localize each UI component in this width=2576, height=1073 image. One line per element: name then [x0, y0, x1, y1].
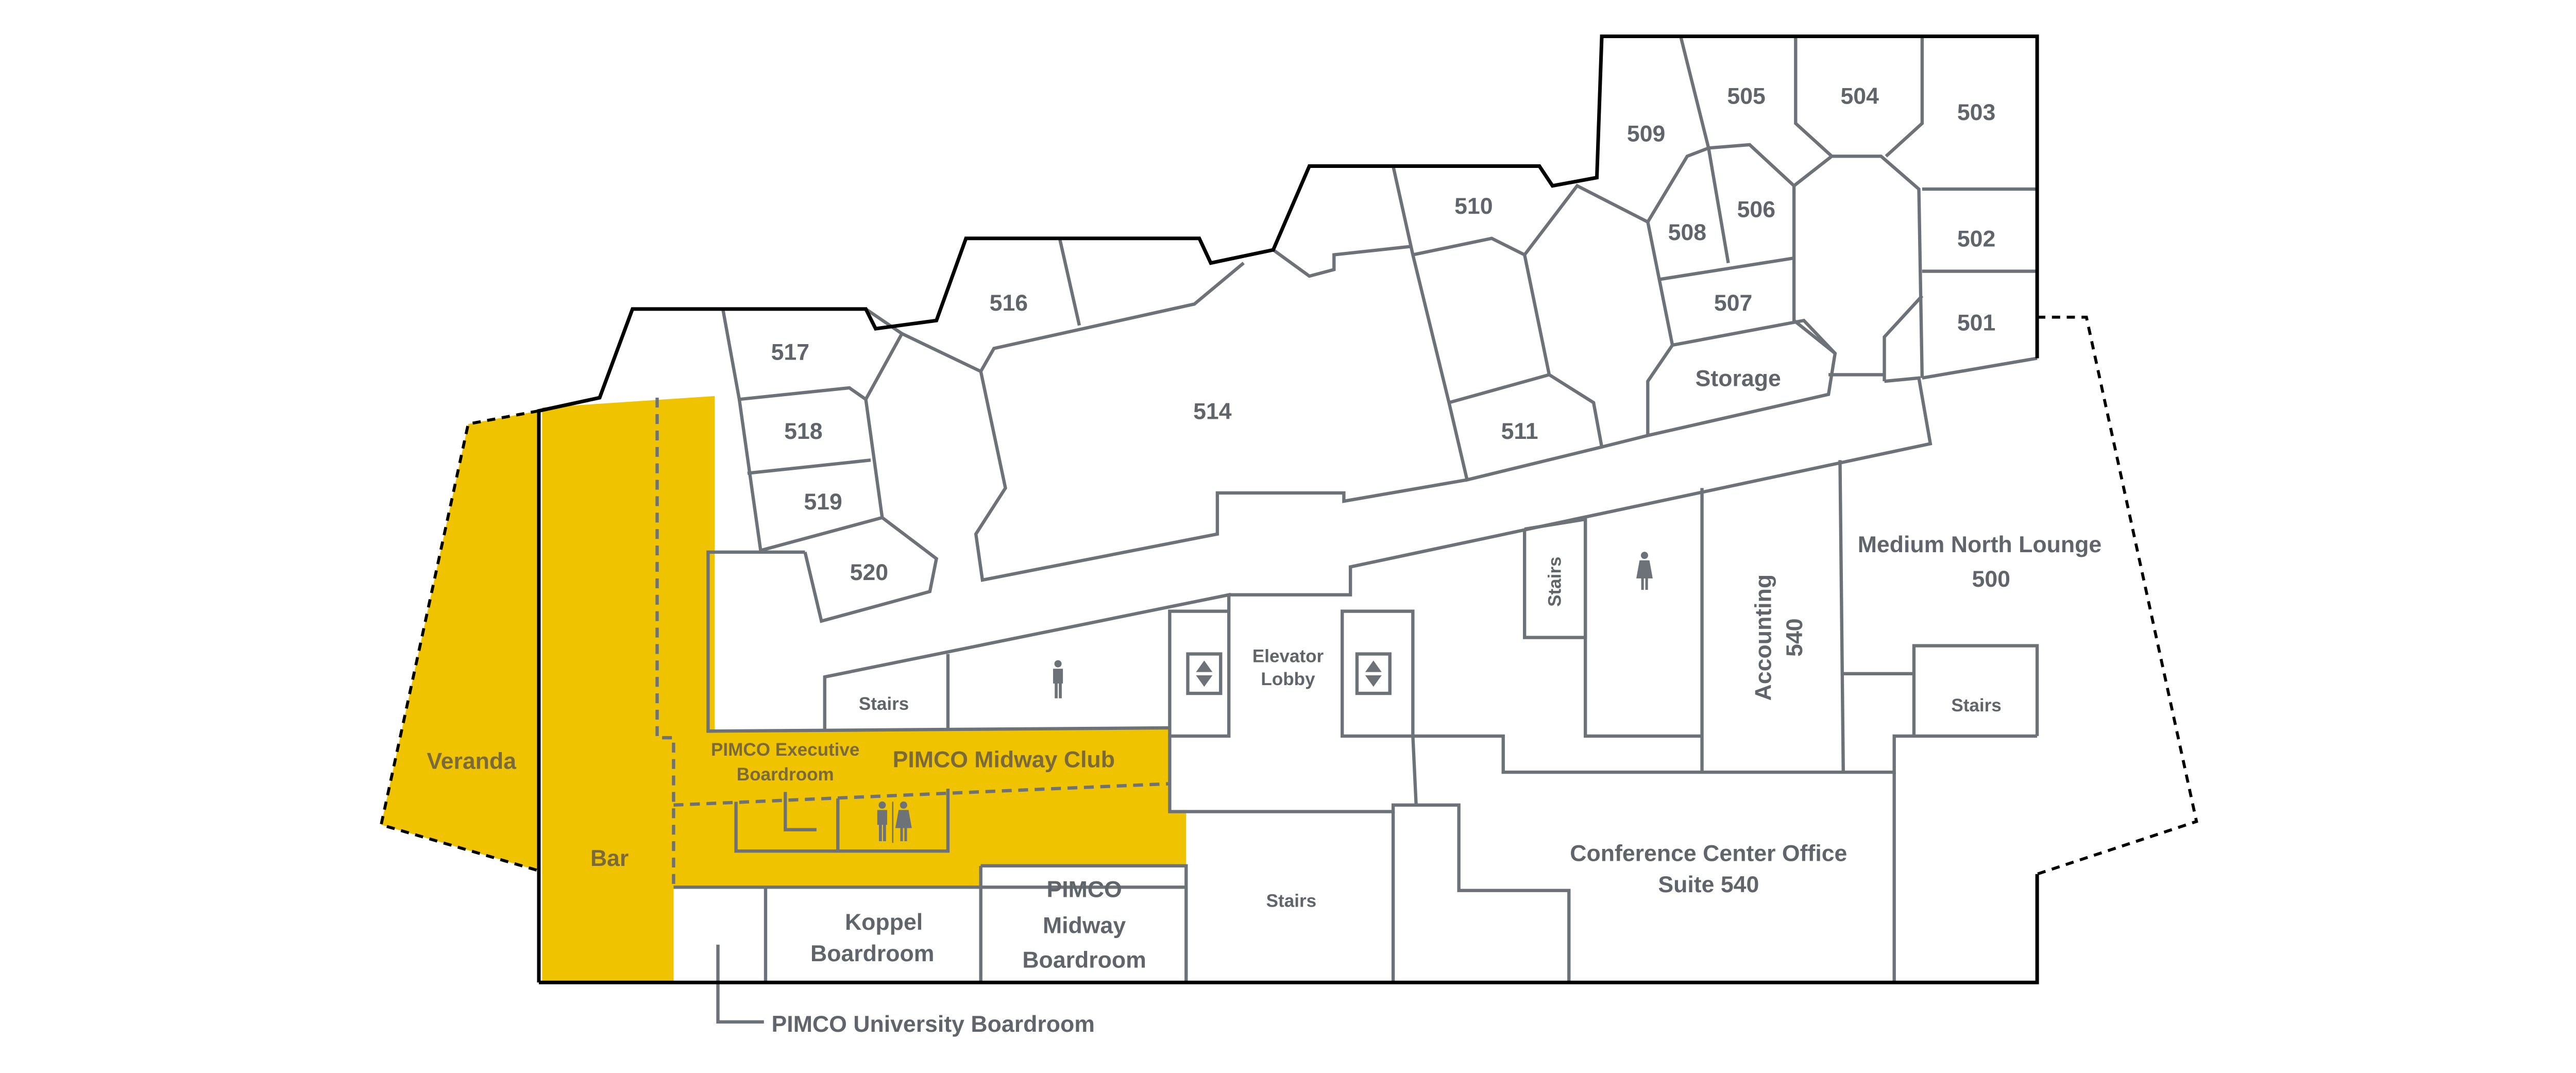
room-518[interactable]: 518 [784, 419, 822, 444]
womens-restroom-icon [1636, 552, 1653, 590]
elevator-icon [1186, 652, 1223, 695]
lounge-boundary [2037, 315, 2198, 876]
room-505[interactable]: 505 [1727, 83, 1765, 109]
room-504[interactable]: 504 [1840, 83, 1879, 109]
midway-club-label[interactable]: PIMCO Midway Club [893, 747, 1115, 773]
room-502[interactable]: 502 [1957, 227, 1995, 252]
room-520[interactable]: 520 [850, 560, 888, 585]
midway-boardroom-line2: Midway [1043, 913, 1126, 939]
accounting-name[interactable]: Accounting [1751, 574, 1776, 701]
room-510[interactable]: 510 [1454, 194, 1493, 219]
stairs-label: Stairs [1266, 891, 1316, 911]
unisex-restroom-icon [877, 801, 912, 843]
veranda-boundary [379, 409, 539, 873]
accounting-number: 540 [1782, 618, 1807, 656]
koppel-boardroom-line1[interactable]: Koppel [845, 910, 923, 935]
conference-office-line1[interactable]: Conference Center Office [1570, 841, 1847, 866]
veranda-area[interactable] [381, 411, 539, 871]
room-labels: 509 505 504 503 510 508 506 502 507 501 … [427, 83, 2102, 1037]
room-503[interactable]: 503 [1957, 100, 1995, 125]
room-506[interactable]: 506 [1737, 197, 1775, 222]
elevator-icon [1355, 652, 1392, 695]
medium-north-lounge-number: 500 [1972, 567, 2010, 592]
storage-room[interactable]: Storage [1696, 366, 1781, 391]
university-boardroom-label[interactable]: PIMCO University Boardroom [772, 1012, 1095, 1037]
room-514[interactable]: 514 [1193, 399, 1232, 424]
executive-boardroom-line2: Boardroom [737, 764, 834, 785]
elevator-lobby-line2: Lobby [1261, 669, 1315, 689]
stairs-label: Stairs [1951, 695, 2001, 716]
room-508[interactable]: 508 [1668, 220, 1706, 245]
building-outline-south [538, 874, 2039, 984]
room-501[interactable]: 501 [1957, 310, 1995, 335]
room-517[interactable]: 517 [771, 340, 809, 365]
bar-label[interactable]: Bar [590, 846, 629, 871]
koppel-boardroom-line2: Boardroom [810, 941, 935, 966]
elevator-lobby-line1[interactable]: Elevator [1252, 646, 1324, 666]
room-511[interactable]: 511 [1501, 419, 1538, 444]
conference-office-line2: Suite 540 [1658, 872, 1759, 897]
interior-walls [655, 36, 2039, 1024]
stairs-label: Stairs [859, 694, 909, 714]
stairs-label: Stairs [1545, 556, 1565, 606]
executive-boardroom-line1[interactable]: PIMCO Executive [711, 740, 859, 760]
mens-restroom-icon [1053, 660, 1063, 699]
midway-club-area[interactable] [542, 396, 1187, 983]
room-519[interactable]: 519 [804, 489, 842, 515]
room-516[interactable]: 516 [990, 291, 1028, 316]
medium-north-lounge-name[interactable]: Medium North Lounge [1858, 532, 2102, 557]
midway-boardroom-line3: Boardroom [1022, 948, 1146, 973]
building-outline [537, 35, 2039, 983]
room-507[interactable]: 507 [1714, 291, 1752, 316]
midway-boardroom-line1[interactable]: PIMCO [1046, 877, 1122, 902]
veranda-label[interactable]: Veranda [427, 749, 517, 774]
room-509[interactable]: 509 [1627, 122, 1665, 147]
